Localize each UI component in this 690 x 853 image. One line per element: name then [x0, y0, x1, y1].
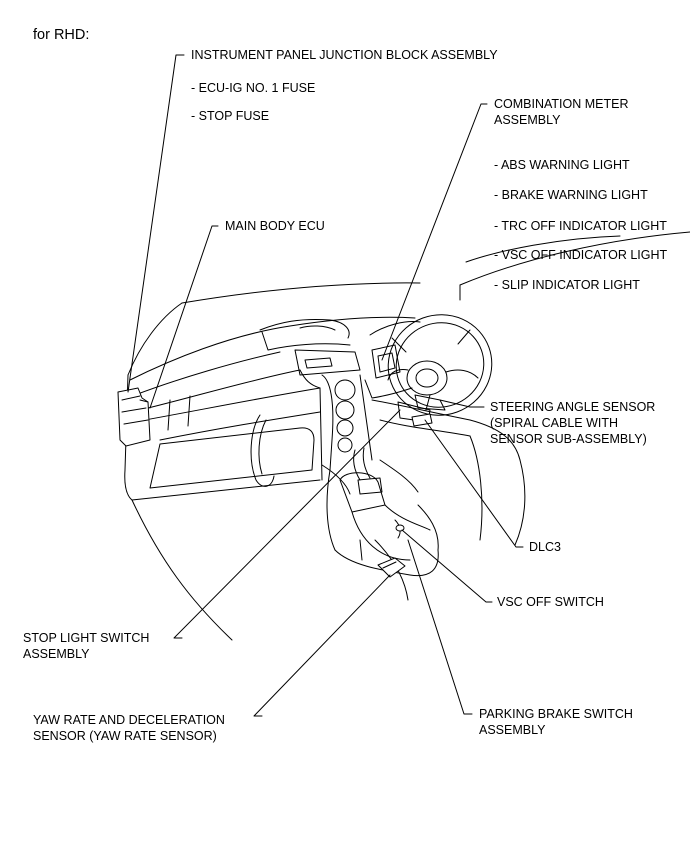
yaw-rate-sensor-component	[377, 557, 406, 578]
ipjb-item-fuse-2: - STOP FUSE	[191, 109, 270, 123]
steering-wheel	[387, 314, 493, 416]
yaw-rate-sensor-line-2: SENSOR (YAW RATE SENSOR)	[33, 729, 217, 743]
stop-light-switch-label: STOP LIGHT SWITCH ASSEMBLY	[23, 630, 149, 662]
combination-meter-line-2: ASSEMBLY	[494, 113, 561, 127]
combination-meter-label: COMBINATION METER ASSEMBLY	[494, 96, 629, 128]
parking-brake-switch-label: PARKING BRAKE SWITCH ASSEMBLY	[479, 706, 633, 738]
main-body-ecu-leader	[149, 225, 219, 409]
steering-angle-sensor-leader	[439, 399, 485, 408]
yaw-rate-sensor-line-1: YAW RATE AND DECELERATION	[33, 713, 225, 727]
main-body-ecu-label: MAIN BODY ECU	[225, 219, 325, 233]
vsc-off-switch-leader	[401, 529, 493, 603]
stop-light-switch-leader	[173, 409, 401, 639]
dashboard-outline	[124, 316, 416, 501]
combination-meter-leader	[381, 103, 488, 361]
ipjb-label: INSTRUMENT PANEL JUNCTION BLOCK ASSEMBLY	[191, 48, 498, 62]
dlc3-component	[411, 413, 433, 427]
meter-item-vsc-off: - VSC OFF INDICATOR LIGHT	[494, 248, 668, 262]
stop-light-switch-line-1: STOP LIGHT SWITCH	[23, 631, 150, 645]
yaw-rate-sensor-leader	[253, 574, 391, 717]
steering-angle-sensor-line-3: SENSOR SUB-ASSEMBLY)	[490, 432, 647, 446]
stop-light-switch-line-2: ASSEMBLY	[23, 647, 90, 661]
meter-item-abs: - ABS WARNING LIGHT	[494, 158, 630, 172]
floor-lines	[131, 499, 409, 641]
steering-angle-sensor-label: STEERING ANGLE SENSOR (SPIRAL CABLE WITH…	[490, 399, 655, 447]
meter-item-slip: - SLIP INDICATOR LIGHT	[494, 278, 640, 292]
meter-item-trc-off: - TRC OFF INDICATOR LIGHT	[494, 219, 667, 233]
vsc-off-switch-component	[395, 524, 405, 532]
junction-block-component	[117, 387, 151, 447]
parking-brake-switch-leader	[407, 539, 473, 715]
ipjb-item-fuse-1: - ECU-IG NO. 1 FUSE	[191, 81, 316, 95]
meter-item-brake: - BRAKE WARNING LIGHT	[494, 188, 648, 202]
parking-brake-switch-line-1: PARKING BRAKE SWITCH	[479, 707, 633, 721]
ipjb-leader	[127, 54, 185, 393]
parking-brake-switch-line-2: ASSEMBLY	[479, 723, 546, 737]
steering-angle-sensor-line-2: (SPIRAL CABLE WITH	[490, 416, 619, 430]
dlc3-leader	[424, 419, 524, 548]
center-console	[321, 447, 439, 577]
lower-dash	[371, 399, 526, 546]
leader-lines	[127, 54, 524, 717]
vsc-off-switch-label: VSC OFF SWITCH	[497, 595, 604, 609]
steering-angle-sensor-line-1: STEERING ANGLE SENSOR	[490, 400, 656, 414]
combination-meter-line-1: COMBINATION METER	[494, 97, 629, 111]
diagram-heading: for RHD:	[33, 27, 90, 43]
center-panel	[250, 319, 373, 487]
yaw-rate-sensor-label: YAW RATE AND DECELERATION SENSOR (YAW RA…	[33, 712, 225, 744]
dlc3-label: DLC3	[529, 540, 561, 554]
